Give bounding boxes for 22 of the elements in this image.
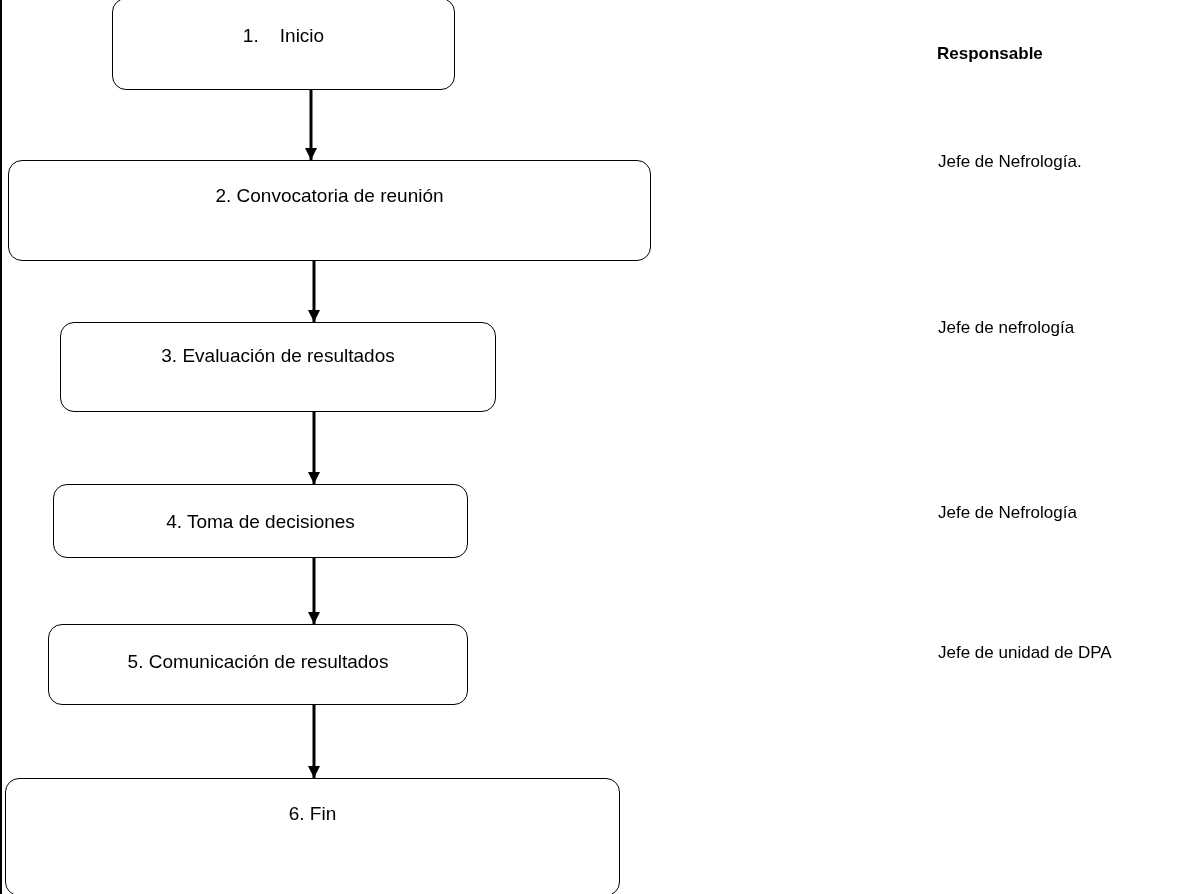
step-label: 2. Convocatoria de reunión [215,185,444,208]
responsible-label: Jefe de Nefrología [938,503,1077,523]
responsible-label: Jefe de unidad de DPA [938,643,1112,663]
process-box [5,778,620,894]
arrow [308,261,320,322]
step-label: 4. Toma de decisiones [166,511,355,534]
step-label: 3. Evaluación de resultados [161,345,395,368]
process-box [8,160,651,261]
process-box [112,0,455,90]
responsible-label: Jefe de nefrología [938,318,1075,338]
responsible-label: Jefe de Nefrología. [938,152,1082,172]
process-box [48,624,468,705]
arrow [308,412,320,484]
process-box [53,484,468,558]
arrow [308,705,320,778]
step-label: 1. Inicio [242,25,325,48]
column-heading: Responsable [937,44,1043,64]
step-label: 6. Fin [288,803,337,826]
step-label: 5. Comunicación de resultados [127,651,389,674]
arrow [308,558,320,624]
arrow [305,90,317,160]
process-box [60,322,496,412]
